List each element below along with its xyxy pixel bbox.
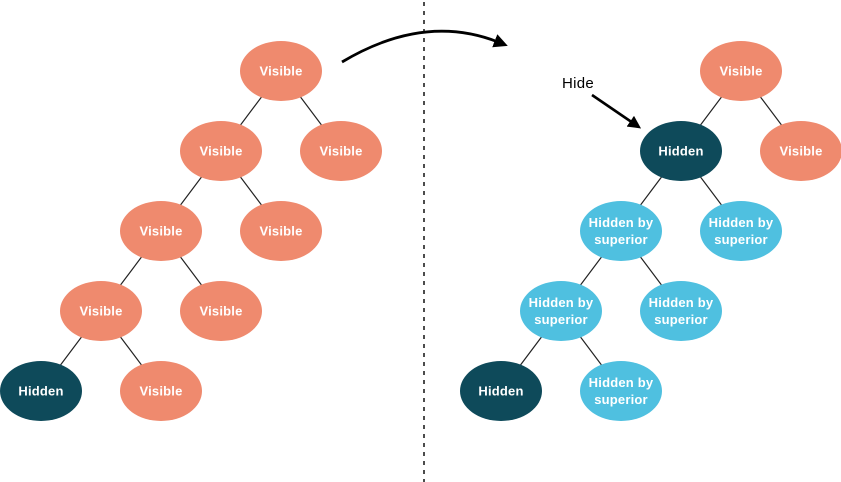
node-label: Hidden	[478, 384, 523, 399]
node-ellipse	[0, 361, 82, 421]
node-label: Hidden	[18, 384, 63, 399]
hide-label: Hide	[562, 75, 594, 92]
tree-node-visible: Visible	[60, 281, 142, 341]
tree-node-visible: Visible	[120, 201, 202, 261]
node-ellipse	[60, 281, 142, 341]
node-ellipse	[240, 41, 322, 101]
node-ellipse	[180, 121, 262, 181]
tree-node-hidden: Hidden	[640, 121, 722, 181]
tree-node-visible: Visible	[180, 121, 262, 181]
tree-node-visible: Visible	[240, 201, 322, 261]
node-label: Visible	[139, 224, 182, 239]
tree-node-hidden: Hidden	[0, 361, 82, 421]
tree-node-visible: Visible	[240, 41, 322, 101]
tree-node-hidden: Hidden	[460, 361, 542, 421]
tree-node-visible: Visible	[180, 281, 262, 341]
node-label: Visible	[319, 144, 362, 159]
node-ellipse	[700, 41, 782, 101]
node-label: Visible	[139, 384, 182, 399]
node-ellipse	[180, 281, 262, 341]
node-ellipse	[580, 361, 662, 421]
node-label: Hidden	[658, 144, 703, 159]
node-ellipse	[700, 201, 782, 261]
node-label: Visible	[79, 304, 122, 319]
node-ellipse	[760, 121, 841, 181]
node-ellipse	[460, 361, 542, 421]
node-ellipse	[640, 121, 722, 181]
node-label: Visible	[259, 64, 302, 79]
node-label: Visible	[199, 144, 242, 159]
node-ellipse	[120, 361, 202, 421]
tree-node-visible: Visible	[120, 361, 202, 421]
node-ellipse	[640, 281, 722, 341]
tree-node-visible: Visible	[700, 41, 782, 101]
transform-arrow	[341, 29, 508, 64]
node-label: Visible	[259, 224, 302, 239]
node-label: Visible	[199, 304, 242, 319]
node-ellipse	[520, 281, 602, 341]
hide-annotation: Hide	[562, 75, 642, 129]
tree-node-visible: Visible	[300, 121, 382, 181]
hide-arrow-icon	[591, 93, 642, 129]
node-ellipse	[580, 201, 662, 261]
node-ellipse	[300, 121, 382, 181]
node-label: Visible	[779, 144, 822, 159]
tree-node-visible: Visible	[760, 121, 841, 181]
node-label: Visible	[719, 64, 762, 79]
node-ellipse	[240, 201, 322, 261]
node-ellipse	[120, 201, 202, 261]
